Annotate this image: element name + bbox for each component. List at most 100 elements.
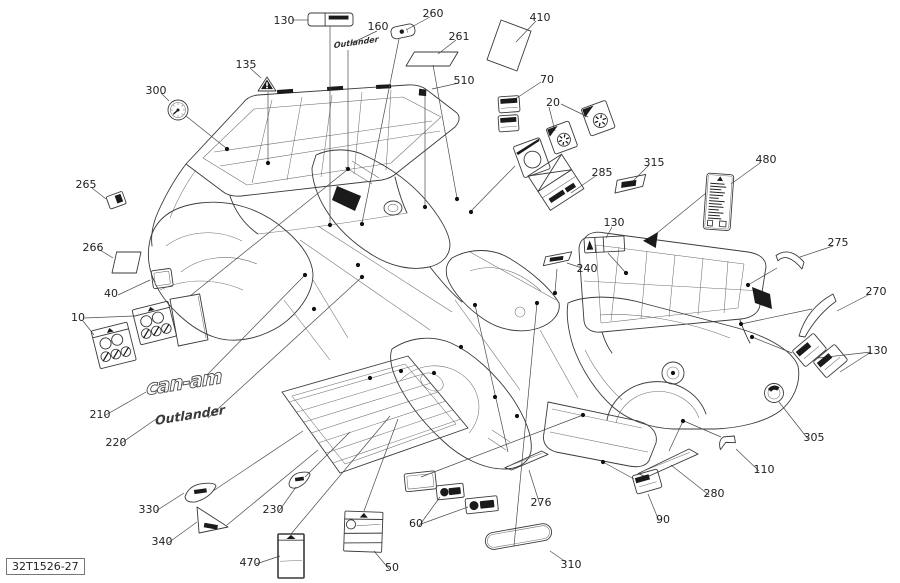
leader-line	[91, 187, 107, 200]
svg-text:Outlander: Outlander	[334, 35, 380, 50]
callout-label-210: 210	[90, 408, 111, 421]
vehicle-line-art	[147, 84, 800, 474]
leader-line	[361, 38, 400, 224]
leader-line	[203, 274, 306, 379]
callout-label-60: 60	[409, 517, 423, 530]
leader-line	[304, 431, 351, 478]
callout-dot	[265, 160, 271, 166]
callout-dot	[224, 146, 230, 152]
callout-label-130: 130	[274, 14, 295, 27]
decal-arrow	[643, 232, 658, 248]
callout-dot	[454, 196, 460, 202]
callout-dot	[552, 290, 558, 296]
callout-label-135: 135	[236, 58, 257, 71]
leader-line	[602, 461, 635, 480]
callout-label-70: 70	[540, 73, 554, 86]
callout-label-275: 275	[828, 236, 849, 249]
leader-line	[632, 164, 650, 182]
callout-label-260: 260	[423, 7, 444, 20]
drawing-number: 32T1526-27	[6, 558, 85, 575]
leader-line	[747, 267, 778, 286]
leader-line	[549, 550, 567, 563]
leader-line	[730, 162, 761, 185]
decal-480	[702, 172, 735, 231]
leader-line	[351, 30, 378, 44]
leader-line	[513, 302, 538, 547]
decal-275	[775, 251, 805, 270]
callout-label-480: 480	[756, 153, 777, 166]
callout-dot	[600, 459, 606, 465]
leader-line	[605, 226, 613, 239]
decal-210: can-am	[146, 364, 223, 401]
decal-276	[504, 450, 549, 471]
leader-line	[155, 492, 185, 512]
leader-line	[255, 555, 281, 565]
decal-230	[288, 471, 311, 489]
callout-label-220: 220	[106, 436, 127, 449]
decal-330	[184, 482, 217, 503]
leader-line	[668, 420, 684, 452]
decal-60-b	[435, 482, 465, 501]
leader-line	[670, 464, 710, 496]
callout-dot	[623, 270, 629, 276]
callout-label-280: 280	[704, 487, 725, 500]
decal-130-r1	[792, 333, 827, 367]
leader-line	[607, 252, 627, 274]
leader-line	[99, 249, 114, 259]
callout-label-305: 305	[804, 431, 825, 444]
leader-line	[735, 448, 760, 472]
leader-line	[431, 82, 460, 90]
leader-line	[117, 279, 151, 296]
decal-261	[405, 51, 459, 67]
leader-line	[418, 496, 441, 527]
decal-10-a	[90, 321, 137, 369]
decal-220: Outlander	[155, 402, 226, 428]
callout-dot	[680, 418, 686, 424]
leader-line	[751, 336, 793, 354]
decal-130-mid	[583, 235, 626, 254]
leader-line	[278, 486, 297, 512]
decal-135	[257, 76, 277, 92]
leader-line	[420, 506, 469, 525]
callout-label-276: 276	[531, 496, 552, 509]
leader-line	[548, 106, 556, 132]
callout-label-160: 160	[368, 20, 389, 33]
leader-line	[160, 92, 170, 102]
decal-130-r2	[813, 344, 848, 378]
callout-label-230: 230	[263, 503, 284, 516]
leader-line	[82, 320, 95, 336]
leader-line	[212, 430, 304, 492]
leader-line	[474, 304, 509, 453]
callout-label-310: 310	[561, 558, 582, 571]
callout-dot	[749, 334, 755, 340]
callout-label-270: 270	[866, 285, 887, 298]
svg-text:can-am: can-am	[146, 364, 222, 400]
leader-line	[103, 391, 147, 417]
leader-line	[683, 420, 722, 438]
callout-dot	[514, 413, 520, 419]
leader-line	[363, 418, 399, 512]
callout-label-285: 285	[592, 166, 613, 179]
callout-dot	[492, 394, 498, 400]
decal-20-a	[546, 120, 578, 155]
decal-265	[105, 191, 127, 210]
callout-label-265: 265	[76, 178, 97, 191]
callout-dot	[311, 306, 317, 312]
decal-60-c	[464, 495, 499, 515]
leader-line	[650, 192, 707, 239]
callout-dot	[670, 370, 676, 376]
leader-line	[420, 414, 584, 478]
leader-line	[554, 268, 558, 293]
callout-label-20: 20	[546, 96, 560, 109]
callout-label-130: 130	[604, 216, 625, 229]
callout-dot	[468, 209, 474, 215]
leader-line	[836, 293, 871, 312]
callout-dot	[355, 262, 361, 268]
decal-340	[196, 506, 229, 534]
decal-110	[719, 435, 736, 451]
decal-20-b	[581, 100, 616, 137]
leader-line	[290, 415, 391, 535]
leader-line	[189, 169, 348, 297]
decal-10-b	[131, 300, 177, 346]
leader-line	[647, 493, 660, 522]
